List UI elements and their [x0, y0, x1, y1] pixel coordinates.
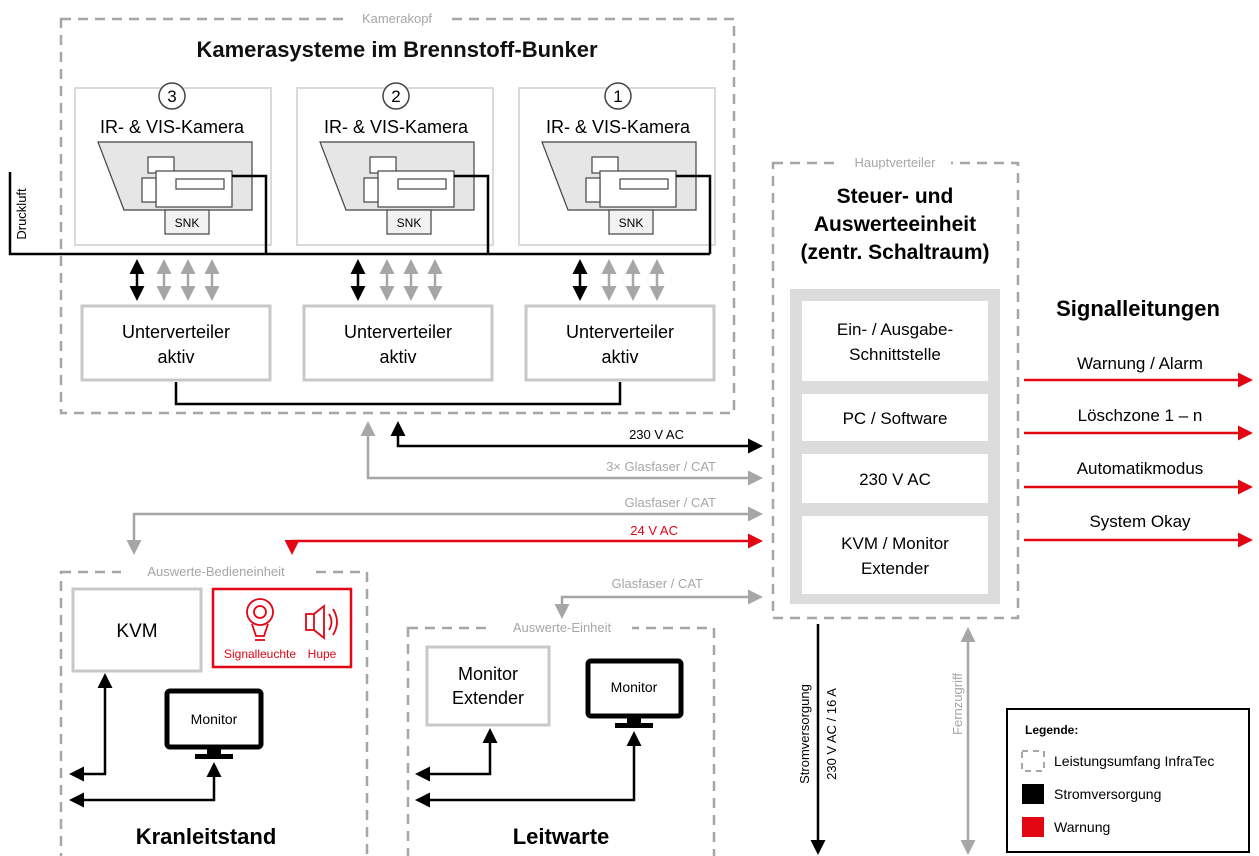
legend: Legende: Leistungsumfang InfraTec Stromv…: [1006, 708, 1250, 853]
fiber-a-label: Glasfaser / CAT: [624, 495, 716, 510]
power-230-label: 230 V AC: [629, 427, 684, 442]
camera-number: 1: [613, 87, 622, 106]
stromversorgung-label: Stromversorgung: [797, 684, 812, 784]
kvm-extender-line2: Extender: [861, 559, 929, 578]
main-distributor-label: Hauptverteiler: [855, 155, 937, 170]
signal-system-okay: System Okay: [1089, 512, 1191, 531]
camera-icon: [97, 141, 253, 211]
snk-label: SNK: [619, 216, 644, 230]
subdistributor-line1: Unterverteiler: [344, 322, 452, 342]
operator-unit-wiring: [69, 673, 222, 808]
io-interface-line1: Ein- / Ausgabe-: [837, 320, 953, 339]
operator-unit-label: Auswerte-Bedieneinheit: [147, 564, 285, 579]
camera-number: 3: [167, 87, 176, 106]
monitor-icon: [585, 658, 684, 728]
ac24-connection: 24 V AC: [284, 523, 763, 555]
subdistributor-line1: Unterverteiler: [566, 322, 674, 342]
camera-number: 2: [391, 87, 400, 106]
monitor-label: Monitor: [191, 711, 238, 727]
druckluft-label: Druckluft: [14, 188, 29, 240]
leitwarte-label: Leitwarte: [513, 824, 610, 849]
kvm-box: [71, 587, 203, 673]
power-230-module: [802, 454, 988, 503]
io-interface-line2: Schnittstelle: [849, 345, 941, 364]
fernzugriff-label: Fernzugriff: [950, 673, 965, 735]
camera-2: 2 IR- & VIS-Kamera SNK: [296, 82, 494, 246]
fiber-3x-connection: 3× Glasfaser / CAT: [360, 421, 763, 486]
subdistributor-line2: aktiv: [379, 347, 416, 367]
camera-subdistributor-arrows: [129, 259, 665, 301]
monitor-label: Monitor: [611, 679, 658, 695]
horn-label: Hupe: [308, 647, 337, 661]
kvm-extender-line1: KVM / Monitor: [841, 534, 949, 553]
compressed-air-line: Druckluft: [8, 172, 712, 256]
operator-unit-group: Auswerte-Bedieneinheit KVM Signalleuchte…: [59, 563, 369, 856]
subdistributor-line2: aktiv: [601, 347, 638, 367]
camera-head-group: Kamerakopf Kamerasysteme im Brennstoff-B…: [8, 10, 736, 415]
camera-head-title: Kamerasysteme im Brennstoff-Bunker: [196, 37, 597, 62]
main-title-line1: Steuer- und: [837, 185, 954, 208]
signal-lines: Signalleitungen Warnung / Alarm Löschzon…: [1024, 296, 1253, 548]
snk-label: SNK: [397, 216, 422, 230]
evaluation-unit-group: Auswerte-Einheit Monitor Extender Monito…: [406, 619, 716, 856]
signals-title: Signalleitungen: [1056, 296, 1220, 321]
kvm-label: KVM: [116, 621, 157, 642]
evaluation-unit-label: Auswerte-Einheit: [513, 620, 612, 635]
signal-extinguish-zone: Löschzone 1 – n: [1078, 406, 1203, 425]
fiber-3x-label: 3× Glasfaser / CAT: [606, 459, 716, 474]
legend-item-power: Stromversorgung: [1054, 786, 1161, 802]
pc-software-module: [802, 394, 988, 441]
fiber-operator-connection: Glasfaser / CAT: [126, 495, 763, 555]
extender-line2: Extender: [452, 688, 524, 708]
io-interface-module: [802, 301, 988, 381]
main-title-line3: (zentr. Schaltraum): [800, 241, 989, 264]
subdistributor-1: Unterverteiler aktiv: [524, 304, 716, 382]
subdistributor-bus: [174, 382, 622, 406]
camera-label: IR- & VIS-Kamera: [546, 117, 691, 137]
subdistributor-line2: aktiv: [157, 347, 194, 367]
horn-icon: [305, 604, 338, 640]
remote-access: Fernzugriff: [950, 627, 976, 855]
kranleitstand-label: Kranleitstand: [136, 824, 277, 849]
evaluation-unit-wiring: [415, 728, 642, 808]
main-title-line2: Auswerteeinheit: [814, 213, 976, 236]
camera-label: IR- & VIS-Kamera: [100, 117, 245, 137]
fiber-b-label: Glasfaser / CAT: [611, 576, 703, 591]
camera-head-label: Kamerakopf: [362, 11, 432, 26]
main-distributor-group: Hauptverteiler Steuer- und Auswerteeinhe…: [771, 154, 1020, 620]
monitor-icon: [164, 688, 264, 759]
extender-line1: Monitor: [458, 664, 518, 684]
kvm-extender-module: [802, 516, 988, 594]
camera-1: 1 IR- & VIS-Kamera SNK: [518, 82, 716, 246]
pc-software-label: PC / Software: [843, 409, 948, 428]
camera-icon: [319, 141, 475, 211]
legend-dashed-swatch: [1021, 750, 1045, 772]
legend-title: Legende:: [1025, 723, 1078, 737]
camera-label: IR- & VIS-Kamera: [324, 117, 469, 137]
legend-red-swatch: [1022, 817, 1044, 837]
power-230-connection: 230 V AC: [390, 421, 763, 454]
ac24-label: 24 V AC: [630, 523, 678, 538]
legend-black-swatch: [1022, 784, 1044, 804]
fiber-evaluation-connection: Glasfaser / CAT: [554, 576, 763, 619]
main-power-supply: Stromversorgung 230 V AC / 16 A: [797, 624, 839, 855]
power-main-label: 230 V AC / 16 A: [824, 688, 839, 780]
legend-item-warning: Warnung: [1054, 819, 1110, 835]
power-230-module-label: 230 V AC: [859, 470, 931, 489]
signal-warning: Warnung / Alarm: [1077, 354, 1203, 373]
subdistributor-3: Unterverteiler aktiv: [80, 304, 272, 382]
alarm-devices-box: [211, 587, 353, 669]
camera-3: 3 IR- & VIS-Kamera SNK: [74, 82, 272, 246]
snk-label: SNK: [175, 216, 200, 230]
monitor-extender-box: [425, 645, 551, 727]
camera-icon: [541, 141, 697, 211]
signal-automatic-mode: Automatikmodus: [1077, 459, 1204, 478]
subdistributor-2: Unterverteiler aktiv: [302, 304, 494, 382]
subdistributor-line1: Unterverteiler: [122, 322, 230, 342]
signal-light-icon: [246, 598, 274, 641]
legend-item-scope: Leistungsumfang InfraTec: [1054, 753, 1214, 769]
signal-light-label: Signalleuchte: [224, 647, 296, 661]
